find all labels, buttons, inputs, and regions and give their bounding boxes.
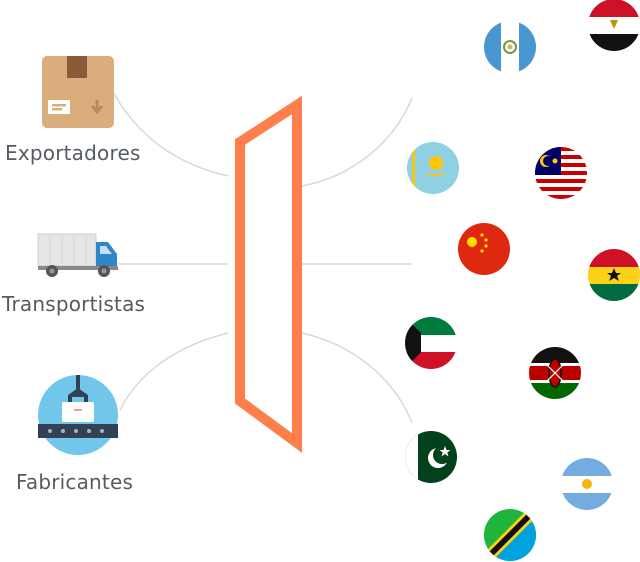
tanzania-flag-icon xyxy=(484,509,536,561)
pakistan-flag-icon xyxy=(405,431,457,483)
connector-manufacturers xyxy=(119,332,229,411)
factory-conveyor-icon xyxy=(38,375,118,455)
malaysia-flag-icon xyxy=(535,147,587,199)
argentina-flag-icon xyxy=(561,458,613,510)
connector-out-top xyxy=(301,97,413,187)
connector-exporters xyxy=(112,91,229,177)
orange-frame-icon xyxy=(235,95,302,453)
kuwait-flag-icon xyxy=(405,317,457,369)
carriers-label: Transportistas xyxy=(2,292,146,316)
connector-out-bottom xyxy=(301,332,413,424)
connector-lines xyxy=(112,91,413,424)
exporters-label: Exportadores xyxy=(5,141,141,165)
egypt-flag-icon xyxy=(588,0,640,51)
delivery-truck-icon xyxy=(37,233,118,277)
manufacturers-label: Fabricantes xyxy=(16,470,134,494)
cardboard-box-icon xyxy=(42,56,114,128)
ghana-flag-icon xyxy=(588,249,640,301)
china-flag-icon xyxy=(458,223,510,275)
kazakhstan-flag-icon xyxy=(407,142,459,194)
guatemala-flag-icon xyxy=(484,21,536,73)
kenya-flag-icon xyxy=(529,347,581,399)
